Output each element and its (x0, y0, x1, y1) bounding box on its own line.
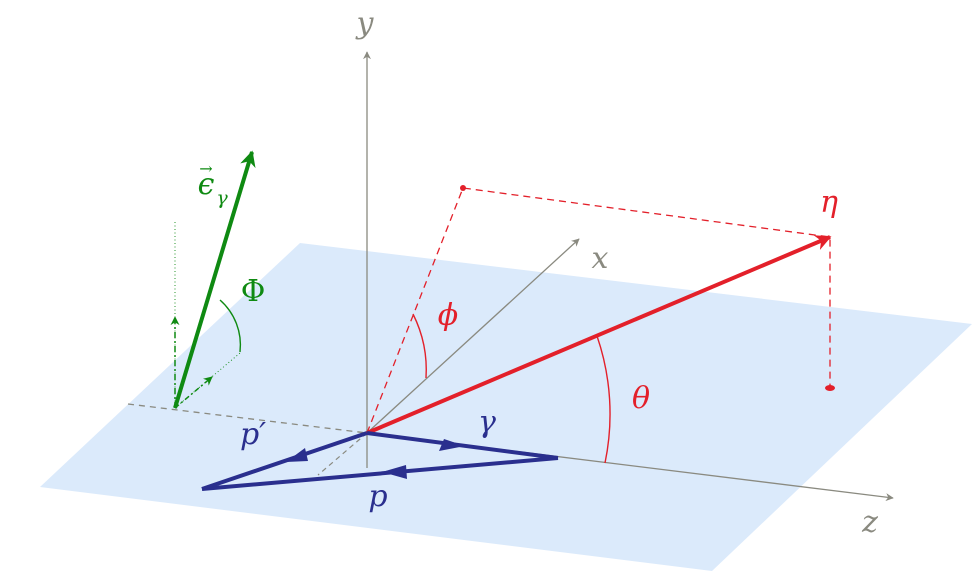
polarization-vector (173, 150, 256, 409)
phi-angle-arc (412, 313, 427, 379)
y-axis-label: y (355, 6, 375, 41)
phi-label: ϕ (438, 298, 458, 333)
polarization-label: ϵ (198, 167, 215, 202)
x-axis-label: x (592, 241, 609, 276)
eta-projection-lines (366, 187, 831, 434)
Phi-angle-arc (219, 299, 242, 353)
eta-vector (366, 235, 832, 435)
in-plane-unit-arrow (174, 376, 213, 409)
eta-label: η (820, 185, 838, 220)
plane-reference-line (127, 403, 368, 434)
z-axis-label: z (861, 505, 878, 540)
target-proton-arrowhead (382, 465, 407, 479)
Phi-label: Φ (241, 274, 266, 309)
projection-point-upper (460, 185, 466, 191)
production-plane (40, 243, 972, 571)
x-axis (366, 238, 580, 434)
p-prime-label: p′ (240, 417, 266, 452)
polarization-vector-arrow-accent: → (199, 159, 212, 178)
p-label: p (368, 479, 387, 514)
gamma-label: γ (478, 405, 496, 440)
recoil-extension-line (317, 432, 368, 476)
recoil-proton-line (201, 431, 368, 491)
target-proton-line (201, 456, 559, 491)
theta-label: θ (632, 381, 650, 416)
recoil-proton-arrowhead (286, 448, 308, 462)
polarization-subscript: γ (216, 187, 228, 209)
photon-arrowhead (439, 439, 465, 451)
projection-point-lower (825, 385, 835, 391)
theta-angle-arc (596, 335, 611, 464)
